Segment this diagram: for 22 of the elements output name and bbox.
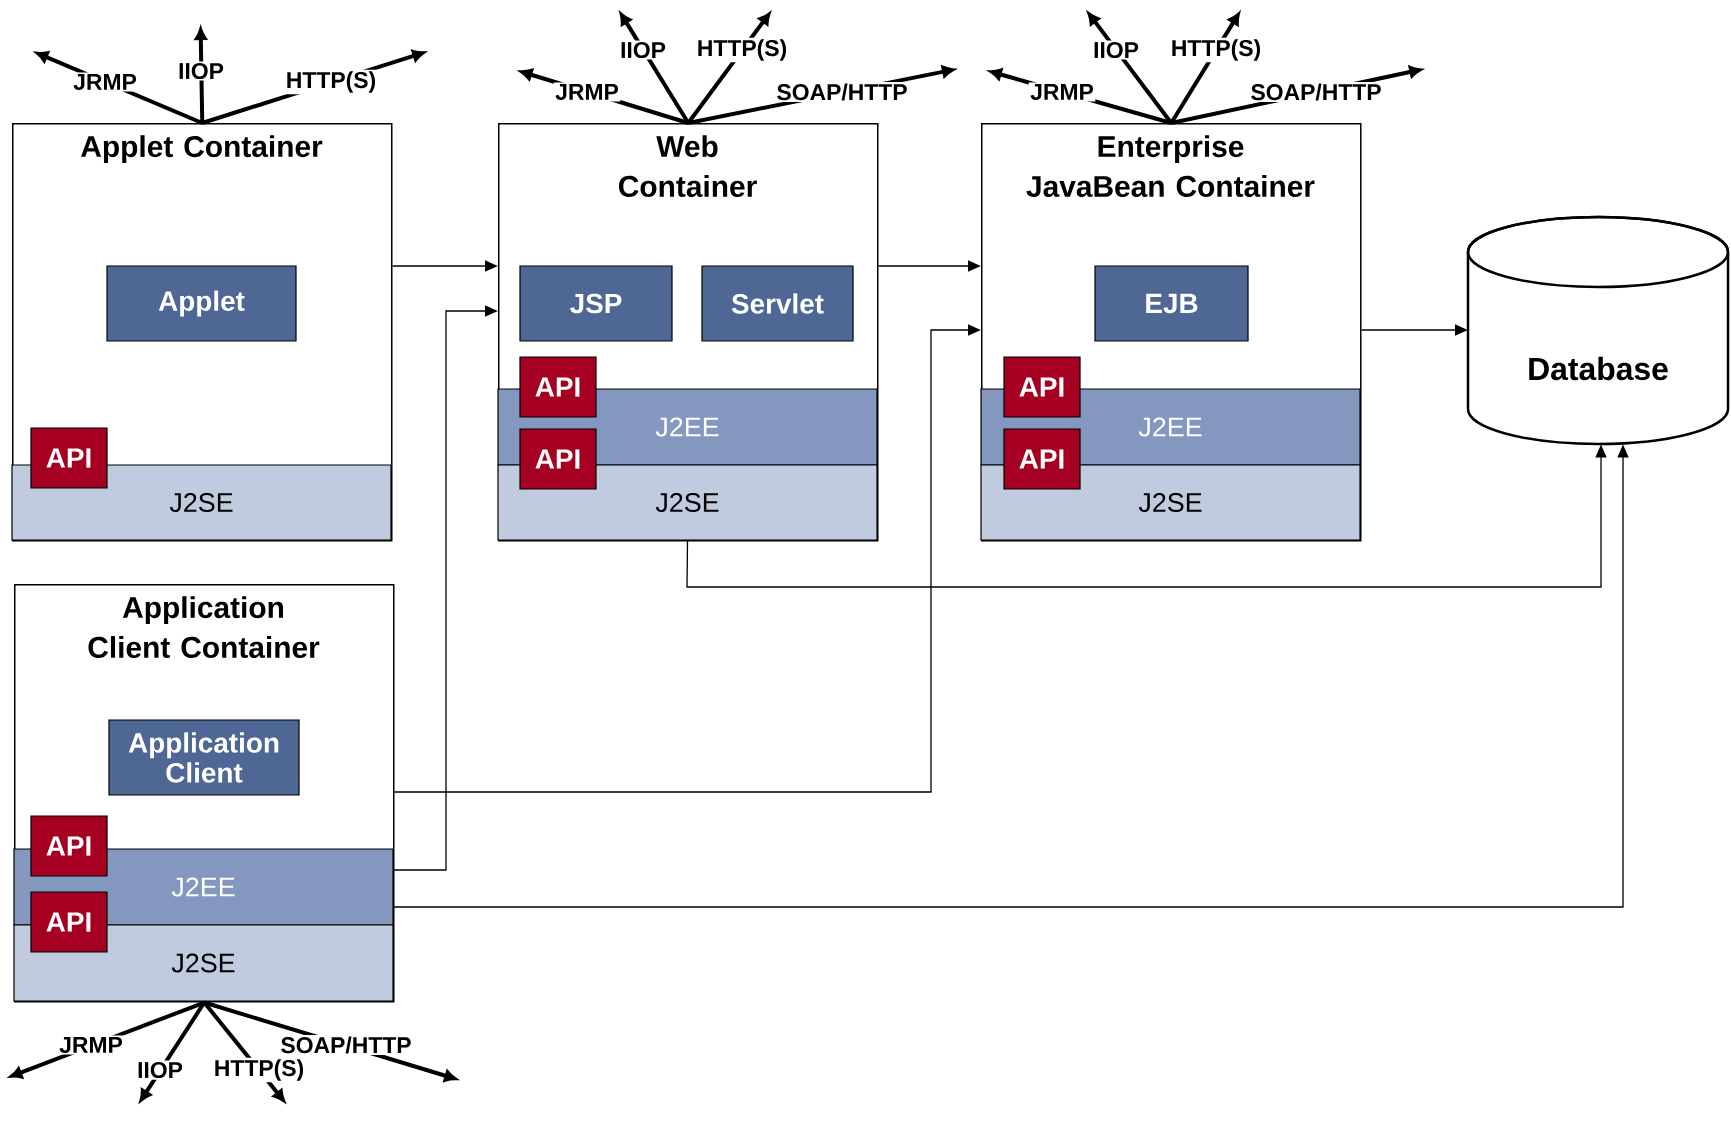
edge-label: SOAP/HTTP xyxy=(774,81,910,103)
component-box: JSP xyxy=(519,265,673,342)
edge-label: HTTP(S) xyxy=(695,37,789,63)
component-box: Servlet xyxy=(701,265,854,342)
api-box: API xyxy=(30,891,108,953)
component-box: Applet xyxy=(106,265,297,342)
component-box: EJB xyxy=(1094,265,1249,342)
edge-label: SOAP/HTTP xyxy=(278,1035,414,1056)
database-cylinder: Database xyxy=(1466,215,1730,446)
api-box: API xyxy=(30,427,108,489)
api-box: API xyxy=(1003,428,1081,490)
api-box: API xyxy=(519,356,597,418)
edge-label: JRMP xyxy=(71,72,139,92)
component-box: Application Client xyxy=(108,719,300,796)
api-box: API xyxy=(30,815,108,877)
edge-label: SOAP/HTTP xyxy=(1248,81,1384,103)
edge-label: IIOP xyxy=(1091,40,1141,60)
api-box: API xyxy=(519,428,597,490)
edge-label: IIOP xyxy=(618,40,668,60)
api-box: API xyxy=(1003,356,1081,418)
edge-label: HTTP(S) xyxy=(212,1057,306,1083)
edge-label: HTTP(S) xyxy=(1169,37,1263,63)
